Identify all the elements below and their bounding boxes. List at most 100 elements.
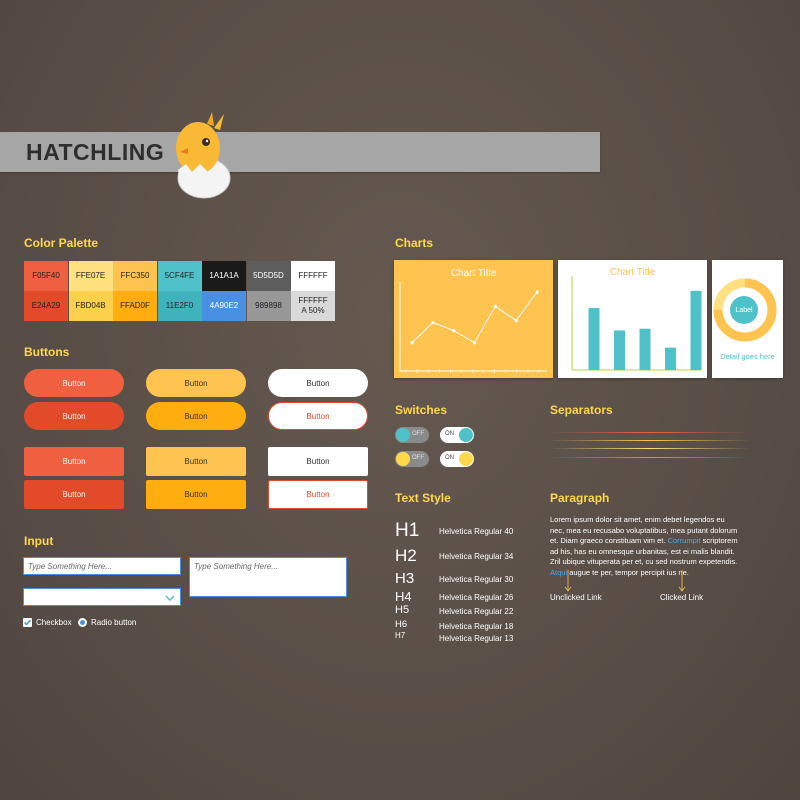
- line-chart-point: [514, 318, 518, 323]
- textarea-input[interactable]: Type Something Here...: [189, 557, 347, 597]
- color-swatch: 11E2F0: [157, 291, 202, 321]
- section-title-charts: Charts: [395, 236, 434, 250]
- switch-label: OFF: [412, 455, 424, 461]
- section-title-separators: Separators: [550, 403, 613, 417]
- bar-chart-card: Chart Title: [558, 260, 707, 378]
- donut-slice: [713, 278, 777, 342]
- button[interactable]: Button: [268, 447, 368, 476]
- color-swatch: FFE07E: [68, 261, 113, 291]
- line-chart-title: Chart Title: [450, 268, 497, 279]
- switch-yellow-off[interactable]: OFF: [395, 451, 429, 467]
- button[interactable]: Button: [146, 369, 246, 397]
- button[interactable]: Button: [268, 480, 368, 509]
- line-chart: [399, 282, 547, 373]
- color-swatch: 5D5D5D: [246, 261, 291, 291]
- section-title-paragraph: Paragraph: [550, 491, 610, 505]
- button[interactable]: Button: [24, 480, 124, 509]
- chevron-down-icon: [165, 595, 175, 601]
- switch-label: ON: [445, 455, 454, 461]
- switch-knob: [459, 428, 473, 442]
- heading-description: Helvetica Regular 22: [439, 607, 514, 616]
- paragraph-part: augue te per, tempor percipit ius ne.: [569, 567, 689, 577]
- swatch-label: FFE07E: [75, 271, 106, 280]
- color-swatch: FBD04B: [68, 291, 113, 321]
- section-title-text-style: Text Style: [395, 491, 451, 505]
- header-banner: [0, 132, 600, 172]
- color-swatch: FFFFFF: [291, 261, 335, 291]
- link-annotation-arrows: [564, 570, 686, 592]
- color-swatch: 989898: [246, 291, 291, 321]
- line-chart-point: [431, 320, 435, 325]
- button[interactable]: Button: [24, 369, 124, 397]
- radio-row[interactable]: Radio button: [78, 618, 136, 627]
- unclicked-link-label: Unclicked Link: [550, 593, 602, 602]
- button[interactable]: Button: [268, 369, 368, 397]
- paragraph-part: Lorem ipsum dolor sit amet, enim debet l…: [550, 515, 738, 545]
- separator-orange: [550, 440, 750, 441]
- separator-lines: [550, 432, 750, 458]
- radio-icon[interactable]: [78, 618, 87, 627]
- switch-knob: [396, 452, 410, 466]
- text-input[interactable]: Type Something Here...: [23, 557, 181, 575]
- bar-chart-bar: [690, 290, 702, 370]
- switch-teal-off[interactable]: OFF: [395, 427, 429, 443]
- line-chart-point: [472, 341, 477, 345]
- color-swatch: 4A90E2: [202, 291, 246, 321]
- heading-description: Helvetica Regular 26: [439, 593, 514, 602]
- color-swatch: 1A1A1A: [202, 261, 246, 291]
- bar-chart: [571, 276, 702, 371]
- color-swatch: 5CF4FE: [157, 261, 202, 291]
- section-title-buttons: Buttons: [24, 345, 70, 359]
- heading-sample-h7: H7: [395, 631, 406, 640]
- line-chart-axes: [399, 282, 547, 372]
- button[interactable]: Button: [24, 447, 124, 476]
- checkbox-label: Checkbox: [36, 618, 72, 627]
- heading-sample-h3: H3: [395, 570, 415, 587]
- swatch-label: FFC350: [120, 271, 150, 280]
- swatch-label: FFFFFF: [298, 296, 328, 305]
- switch-label: ON: [445, 431, 454, 437]
- paragraph-link-unclicked[interactable]: Corrumpit: [667, 536, 701, 545]
- separator-coral: [550, 432, 750, 433]
- swatch-label: F05F40: [32, 271, 60, 280]
- color-swatch: FFC350: [113, 261, 157, 291]
- heading-sample-h2: H2: [395, 546, 417, 565]
- swatch-label: E24A29: [31, 301, 61, 310]
- section-title-input: Input: [24, 534, 54, 548]
- checkbox-icon[interactable]: [23, 618, 32, 627]
- color-swatch: E24A29: [24, 291, 68, 321]
- swatch-label: 989898: [255, 301, 282, 310]
- radio-label: Radio button: [91, 618, 137, 627]
- bar-chart-bar: [588, 308, 600, 370]
- donut-chart: [713, 278, 777, 342]
- button[interactable]: Button: [146, 402, 246, 430]
- checkbox-row[interactable]: Checkbox: [23, 618, 72, 627]
- paragraph-link-clicked[interactable]: Atqui: [550, 567, 568, 577]
- line-chart-point: [410, 341, 414, 345]
- line-chart-series: [411, 291, 538, 344]
- switch-yellow-on[interactable]: ON: [440, 451, 474, 467]
- line-chart-card: Chart Title: [394, 260, 553, 378]
- button[interactable]: Button: [24, 402, 124, 430]
- bar-chart-axes: [571, 276, 701, 371]
- select-dropdown[interactable]: [23, 588, 181, 606]
- bar-chart-title: Chart Title: [609, 267, 656, 278]
- bar-chart-bar: [614, 330, 625, 370]
- heading-description: Helvetica Regular 30: [439, 575, 514, 584]
- button[interactable]: Button: [146, 447, 246, 476]
- color-swatch: FFAD0F: [113, 291, 157, 321]
- switch-teal-on[interactable]: ON: [440, 427, 474, 443]
- swatch-label: FFFFFF: [298, 271, 328, 280]
- bar-chart-bar: [665, 347, 676, 370]
- line-chart-point: [535, 290, 539, 294]
- swatch-label: 1A1A1A: [209, 271, 239, 280]
- switch-label: OFF: [412, 431, 424, 437]
- line-chart-point: [452, 329, 456, 333]
- switch-knob: [459, 452, 473, 466]
- heading-description: Helvetica Regular 18: [439, 622, 514, 631]
- button[interactable]: Button: [268, 402, 368, 430]
- paragraph-text: Lorem ipsum dolor sit amet, enim debet l…: [550, 515, 740, 578]
- heading-sample-h1: H1: [395, 520, 420, 541]
- button[interactable]: Button: [146, 480, 246, 509]
